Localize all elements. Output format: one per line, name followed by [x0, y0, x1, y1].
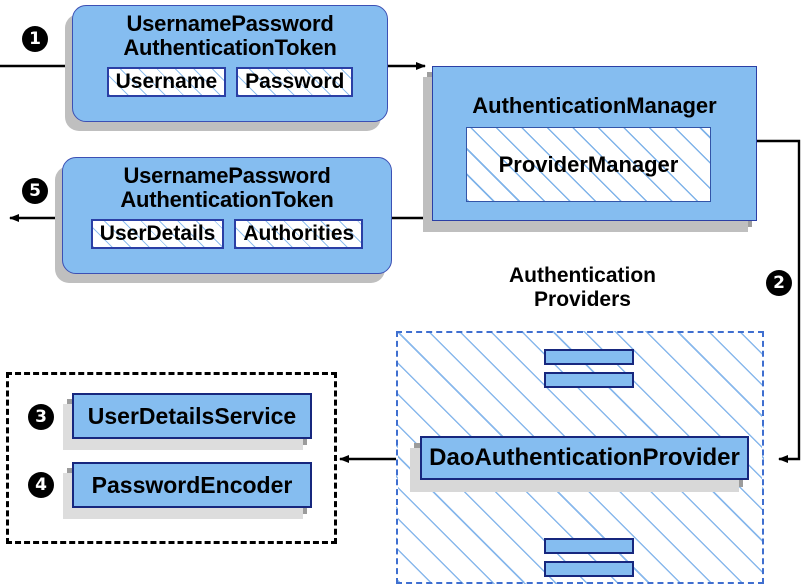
request-token-title: UsernamePassword AuthenticationToken: [123, 11, 337, 61]
authentication-manager-title: AuthenticationManager: [472, 93, 717, 118]
step-badge-5: 5: [22, 178, 48, 204]
response-token-card[interactable]: UsernamePassword AuthenticationToken Use…: [62, 157, 392, 274]
provider-placeholder-bar-3: [544, 538, 634, 554]
authentication-manager-box[interactable]: AuthenticationManager ProviderManager: [432, 66, 757, 221]
provider-placeholder-bar-4: [544, 561, 634, 577]
user-details-service-box[interactable]: UserDetailsService: [72, 393, 312, 439]
request-token-slots: Username Password: [106, 67, 354, 98]
response-token-title: UsernamePassword AuthenticationToken: [120, 163, 334, 213]
step-badge-3: 3: [28, 404, 54, 430]
step-badge-4: 4: [28, 472, 54, 498]
collaborators-region: [6, 372, 337, 544]
provider-placeholder-bar-1: [544, 349, 634, 365]
step-badge-1: 1: [22, 26, 48, 52]
slot-username: Username: [106, 67, 227, 98]
authentication-providers-label: Authentication Providers: [509, 264, 656, 311]
provider-placeholder-bar-2: [544, 372, 634, 388]
slot-userdetails: UserDetails: [90, 219, 225, 250]
slot-authorities: Authorities: [234, 219, 364, 250]
dao-authentication-provider-box[interactable]: DaoAuthenticationProvider: [420, 436, 749, 480]
password-encoder-box[interactable]: PasswordEncoder: [72, 462, 312, 508]
provider-manager-box[interactable]: ProviderManager: [466, 127, 711, 202]
request-token-card[interactable]: UsernamePassword AuthenticationToken Use…: [72, 5, 388, 122]
response-token-slots: UserDetails Authorities: [90, 219, 364, 250]
slot-password: Password: [236, 67, 354, 98]
step-badge-2: 2: [766, 270, 792, 296]
